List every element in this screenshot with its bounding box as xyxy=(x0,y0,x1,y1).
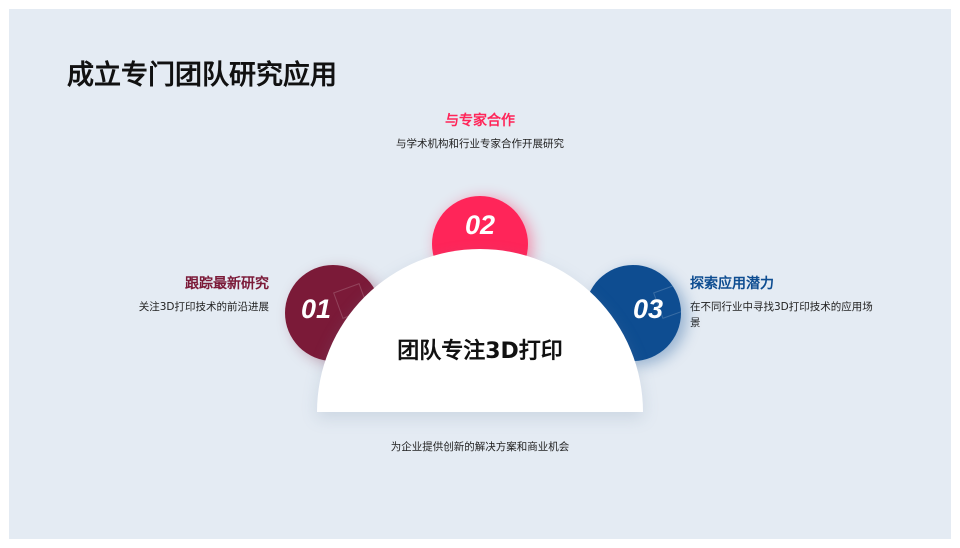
center-semicircle: 团队专注3D打印 xyxy=(317,249,643,412)
item-01-description: 关注3D打印技术的前沿进展 xyxy=(138,301,269,313)
item-03-description: 在不同行业中寻找3D打印技术的应用场景 xyxy=(690,301,873,329)
item-01-heading: 跟踪最新研究 xyxy=(185,276,269,292)
slide-title: 成立专门团队研究应用 xyxy=(67,60,337,91)
item-01-number: 01 xyxy=(300,293,332,324)
item-02-description: 与学术机构和行业专家合作开展研究 xyxy=(396,138,564,150)
item-03-text: 探索应用潜力 在不同行业中寻找3D打印技术的应用场景 xyxy=(690,273,880,331)
item-02-heading: 与专家合作 xyxy=(445,113,515,129)
item-02-number: 02 xyxy=(464,209,496,240)
item-01-text: 跟踪最新研究 关注3D打印技术的前沿进展 xyxy=(99,273,269,315)
center-label: 团队专注3D打印 xyxy=(397,339,563,364)
center-caption: 为企业提供创新的解决方案和商业机会 xyxy=(390,441,570,453)
item-03-number: 03 xyxy=(632,293,664,324)
item-03-heading: 探索应用潜力 xyxy=(690,276,774,292)
item-02-text: 与专家合作 与学术机构和行业专家合作开展研究 xyxy=(369,110,591,152)
slide: 成立专门团队研究应用 与专家合作 与学术机构和行业专家合作开展研究 跟踪最新研究… xyxy=(9,9,951,539)
